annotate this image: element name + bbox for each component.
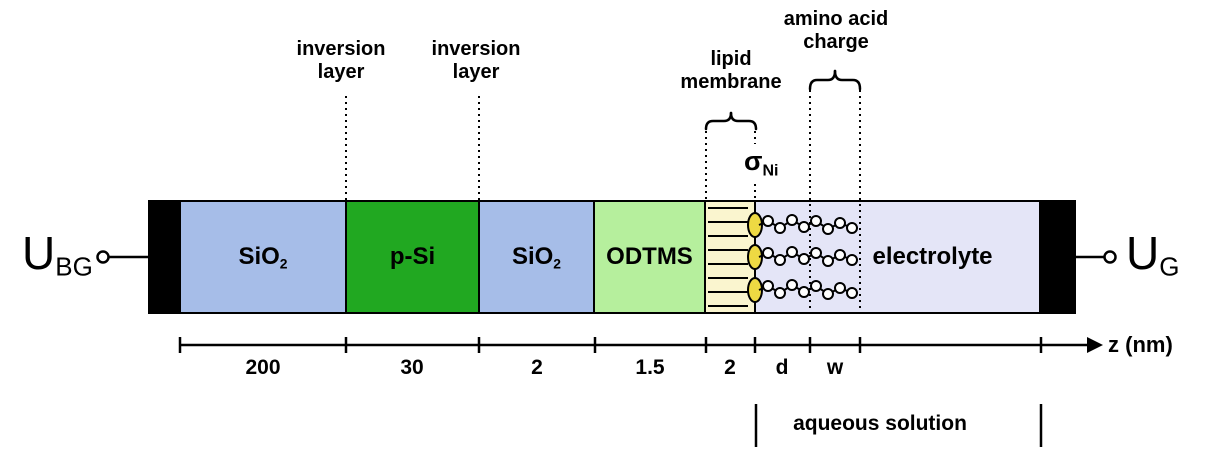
amino-acid-charge-brace [808,69,862,91]
sigma-symbol: σ [744,146,763,176]
thickness-30nm: 30 [400,356,424,379]
amino-acid-charge-line1: amino acid [783,8,889,30]
z-axis-label: z (nm) [1108,332,1173,357]
inversion-layer-label-2: inversion layer [406,38,546,84]
layer-label-electrolyte: electrolyte [872,243,993,270]
gate-terminal-circle [1103,250,1117,264]
inversion-layer-line2: layer [317,61,365,83]
width-w: w [826,356,844,379]
back-gate-voltage-label: UBG [22,228,93,281]
sio2-text: SiO [238,242,280,270]
u-text: U [22,227,56,279]
layer-label-sio2-thick: SiO2 [238,243,287,271]
lipid-membrane-line1: lipid [710,48,752,70]
z-axis [178,337,1089,353]
sigma-ni-label: σNi [744,146,778,181]
inversion-layer-label-1: inversion layer [271,38,411,84]
gate-electrode [1039,200,1076,314]
sio2-subscript: 2 [279,255,288,272]
thickness-1p5nm: 1.5 [635,356,665,379]
distance-d: d [775,356,789,379]
lipid-membrane-label: lipid membrane [656,48,806,94]
layer-label-sio2-thin: SiO2 [512,243,561,271]
layer-label-p-si: p-Si [389,243,436,270]
lipid-membrane-line2: membrane [680,71,782,93]
g-subscript: G [1159,251,1180,282]
inversion-layer-line1: inversion [296,38,386,60]
layer-sio2-thick: SiO2 [179,200,347,314]
gate-voltage-label: UG [1126,228,1179,281]
thickness-2nm-sio2: 2 [531,356,543,379]
z-axis-arrowhead [1087,337,1103,353]
layer-sio2-thin: SiO2 [478,200,595,314]
layer-label-odtms: ODTMS [606,243,693,270]
layer-electrolyte: electrolyte [754,200,1041,314]
amino-acid-charge-label: amino acid charge [756,8,916,54]
ni-subscript: Ni [762,162,779,180]
layer-lipid-membrane [704,200,756,314]
layer-odtms: ODTMS [593,200,706,314]
bg-subscript: BG [55,251,93,282]
sio2-subscript: 2 [553,255,562,272]
aqueous-solution-label: aqueous solution [793,412,967,435]
layer-p-si: p-Si [345,200,480,314]
back-gate-terminal-circle [96,250,110,264]
inversion-layer-line2: layer [452,61,500,83]
thickness-200nm: 200 [245,356,281,379]
back-gate-electrode [148,200,181,314]
amino-acid-charge-line2: charge [803,31,869,53]
lipid-membrane-brace [704,111,758,131]
u-text: U [1126,227,1160,279]
sio2-text: SiO [511,242,554,270]
thickness-2nm-lipid: 2 [724,356,736,379]
inversion-layer-line1: inversion [431,38,521,60]
